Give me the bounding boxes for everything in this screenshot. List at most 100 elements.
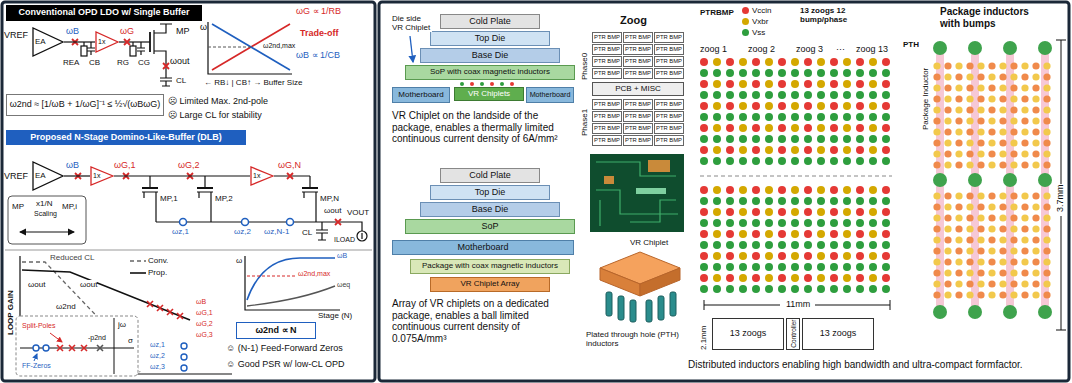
inductor-bump xyxy=(944,84,951,91)
bump-dot xyxy=(791,208,799,216)
bump-dot xyxy=(752,263,760,271)
bump-dot xyxy=(739,241,747,249)
bump-dot xyxy=(778,80,786,88)
bump-dot xyxy=(856,135,864,143)
bump-dot xyxy=(752,285,760,293)
inductor-bump xyxy=(1032,280,1039,287)
bump-dot xyxy=(713,58,721,66)
vr-chiplet-3d xyxy=(618,296,624,320)
loop-gain-plot xyxy=(33,345,49,351)
text-label: ☹ Large CL for stability xyxy=(168,110,262,120)
dlb-schematic xyxy=(142,191,318,192)
stage-graph xyxy=(245,256,340,310)
inductor-bump xyxy=(1021,225,1028,232)
bump-dot xyxy=(830,219,838,227)
layer-box: Top Die xyxy=(430,185,550,200)
table-cell: PTR BMP xyxy=(623,111,653,122)
inductor-bump xyxy=(944,269,951,276)
inductor-bump xyxy=(1032,203,1039,210)
bump-dot xyxy=(830,241,838,249)
inductor-bump xyxy=(933,150,940,157)
node-text: PTR BMP xyxy=(625,137,651,143)
loop-gain-plot xyxy=(33,345,39,351)
node-text: PTR BMP xyxy=(625,34,651,40)
bump-dot xyxy=(869,80,877,88)
inductor-bump xyxy=(1043,214,1050,221)
inductor-bump xyxy=(1032,84,1039,91)
inductor-bump xyxy=(999,139,1006,146)
inductor-bump xyxy=(933,247,940,254)
text-label: RG xyxy=(117,58,129,67)
bump-dot xyxy=(804,263,812,271)
inductor-bump xyxy=(955,106,962,113)
inductor-bump xyxy=(944,128,951,135)
bump-dot xyxy=(791,124,799,132)
bump-dot xyxy=(817,274,825,282)
bump-dot xyxy=(765,69,773,77)
bump-dot xyxy=(856,241,864,249)
text-label: ILOAD xyxy=(334,236,355,244)
inductor-bump xyxy=(1043,236,1050,243)
pole-marker xyxy=(72,39,169,69)
node-text: Motherboard xyxy=(457,243,508,253)
inductor-bump xyxy=(1043,73,1050,80)
node-text: PTR BMP xyxy=(625,101,651,107)
pole-marker xyxy=(335,219,341,225)
inductor-bump xyxy=(977,95,984,102)
bump-dot xyxy=(739,252,747,260)
bump-dot xyxy=(869,230,877,238)
bump-dot xyxy=(713,113,721,121)
bump-row xyxy=(490,82,494,86)
node-text: PCB + MISC xyxy=(615,85,661,94)
bump-dot xyxy=(882,69,890,77)
inductor-bump xyxy=(988,106,995,113)
pth-via xyxy=(933,41,947,55)
text-label: Phase1 xyxy=(580,109,589,136)
bump-dot xyxy=(700,186,708,194)
bump-dot xyxy=(778,113,786,121)
node-text: PTR BMP xyxy=(594,137,620,143)
buffer-triangle: 1x xyxy=(250,166,274,186)
inductor-bump xyxy=(1021,128,1028,135)
inductor-bump xyxy=(1021,84,1028,91)
bump-dot xyxy=(700,69,708,77)
table-cell: PTR BMP xyxy=(592,44,622,55)
inductor-bump xyxy=(999,269,1006,276)
inductor-bump xyxy=(944,192,951,199)
inductor-bump xyxy=(933,139,940,146)
inductor-bump xyxy=(944,106,951,113)
node-text: VR Chiplet Array xyxy=(460,280,519,289)
bump-dot xyxy=(817,113,825,121)
text-label: ω xyxy=(200,22,207,32)
bump-dot xyxy=(869,146,877,154)
text-label: ωG,1 xyxy=(114,160,136,170)
inductor-bump xyxy=(977,214,984,221)
text-label: ☹ Limited Max. 2nd-pole xyxy=(168,96,268,106)
bump-dot xyxy=(817,102,825,110)
chiplet-box: VR Chiplet Array xyxy=(430,277,550,292)
bump-dot xyxy=(869,135,877,143)
node-text: ω2nd ∝ N xyxy=(255,326,296,336)
inductor-bump xyxy=(955,84,962,91)
inductor-bump xyxy=(955,139,962,146)
bump-dot xyxy=(700,80,708,88)
inductor-bump xyxy=(966,106,973,113)
text-label: ωG,2 xyxy=(178,160,200,170)
bump-dot xyxy=(713,252,721,260)
bump-dot xyxy=(778,124,786,132)
bump-dot xyxy=(700,91,708,99)
bump-dot xyxy=(765,113,773,121)
bump-dot xyxy=(804,69,812,77)
inductor-bump xyxy=(944,62,951,69)
inductor-bump xyxy=(1032,106,1039,113)
inductor-bump xyxy=(944,247,951,254)
text-label: Stage (N) xyxy=(318,311,352,320)
bump-dot xyxy=(804,124,812,132)
inductor-bump xyxy=(933,117,940,124)
inductor-bump xyxy=(1010,214,1017,221)
bump-dot xyxy=(778,219,786,227)
bump-dot xyxy=(869,263,877,271)
bump-dot xyxy=(791,285,799,293)
node-text: PTR BMP xyxy=(625,58,651,64)
bump-dot xyxy=(869,219,877,227)
